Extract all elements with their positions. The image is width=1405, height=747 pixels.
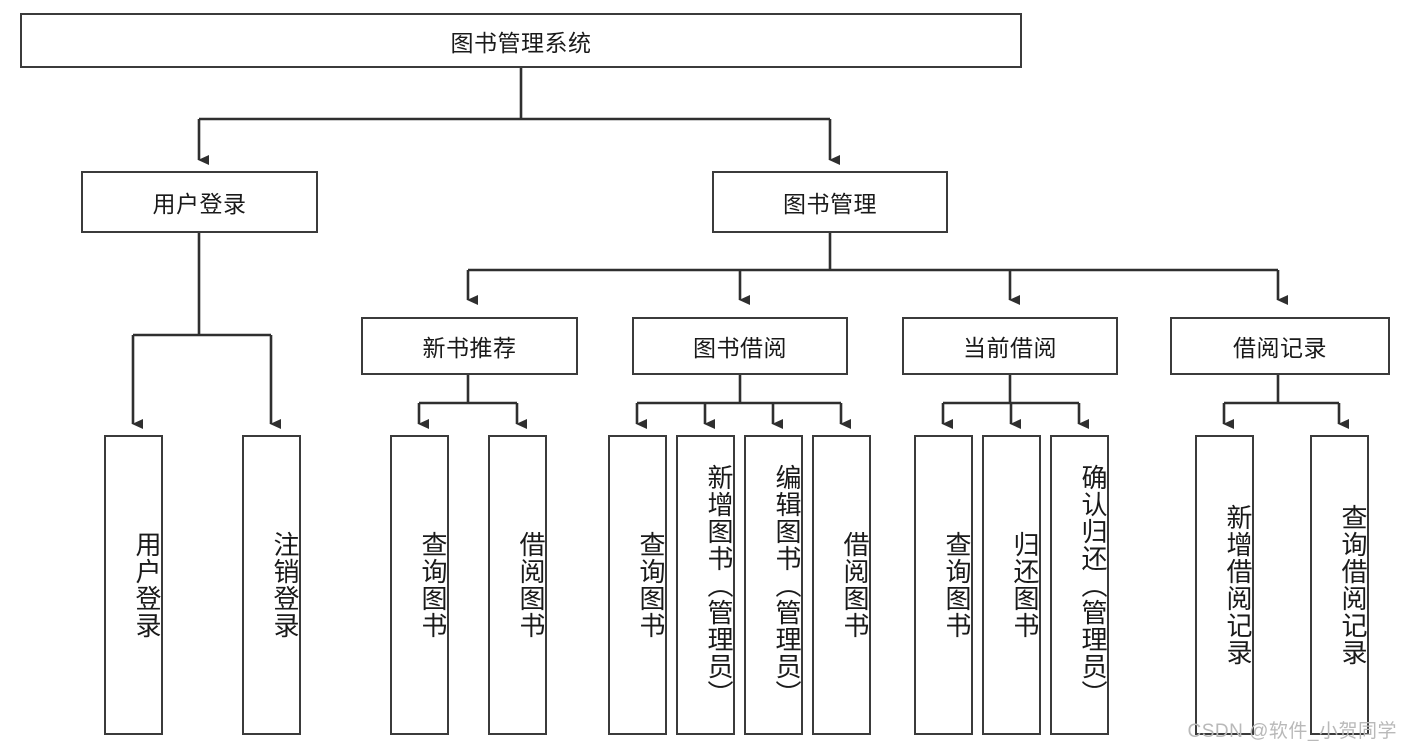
node-label: 查询图书	[636, 531, 666, 639]
node-label: 当前借阅	[963, 335, 1057, 361]
node-label: 确认归还（管理员）	[1078, 463, 1108, 707]
node-root-book-management-system[interactable]: 图书管理系统	[20, 13, 1022, 68]
node-label: 新增图书（管理员）	[704, 463, 734, 707]
node-borrow-record[interactable]: 借阅记录	[1170, 317, 1390, 375]
node-label: 借阅图书	[840, 531, 870, 639]
node-user-login[interactable]: 用户登录	[81, 171, 318, 233]
node-label: 注销登录	[270, 531, 300, 639]
leaf-add-borrow-record[interactable]: 新增借阅记录	[1195, 435, 1254, 735]
node-label: 借阅图书	[516, 531, 546, 639]
node-label: 查询借阅记录	[1338, 504, 1368, 666]
leaf-query-book-recommend[interactable]: 查询图书	[390, 435, 449, 735]
node-current-borrow[interactable]: 当前借阅	[902, 317, 1118, 375]
node-label: 借阅记录	[1233, 335, 1327, 361]
leaf-confirm-return-admin[interactable]: 确认归还（管理员）	[1050, 435, 1109, 735]
node-label: 用户登录	[132, 531, 162, 639]
leaf-edit-book-admin[interactable]: 编辑图书（管理员）	[744, 435, 803, 735]
node-label: 图书借阅	[693, 335, 787, 361]
node-label: 查询图书	[418, 531, 448, 639]
node-label: 图书管理系统	[450, 29, 592, 56]
leaf-borrow-book-recommend[interactable]: 借阅图书	[488, 435, 547, 735]
node-book-management[interactable]: 图书管理	[712, 171, 948, 233]
node-label: 新书推荐	[422, 335, 517, 361]
leaf-user-login[interactable]: 用户登录	[104, 435, 163, 735]
node-book-borrow[interactable]: 图书借阅	[632, 317, 848, 375]
leaf-return-book[interactable]: 归还图书	[982, 435, 1041, 735]
node-label: 图书管理	[783, 191, 877, 217]
leaf-query-book-borrow[interactable]: 查询图书	[608, 435, 667, 735]
watermark-text: CSDN @软件_小贺同学	[1187, 721, 1397, 742]
node-label: 用户登录	[152, 191, 247, 217]
leaf-query-book-current[interactable]: 查询图书	[914, 435, 973, 735]
node-label: 新增借阅记录	[1223, 504, 1253, 666]
node-new-book-recommend[interactable]: 新书推荐	[361, 317, 578, 375]
node-label: 归还图书	[1010, 531, 1040, 639]
leaf-query-borrow-record[interactable]: 查询借阅记录	[1310, 435, 1369, 735]
leaf-add-book-admin[interactable]: 新增图书（管理员）	[676, 435, 735, 735]
node-label: 编辑图书（管理员）	[772, 463, 802, 707]
node-label: 查询图书	[942, 531, 972, 639]
leaf-logout-login[interactable]: 注销登录	[242, 435, 301, 735]
leaf-borrow-book[interactable]: 借阅图书	[812, 435, 871, 735]
